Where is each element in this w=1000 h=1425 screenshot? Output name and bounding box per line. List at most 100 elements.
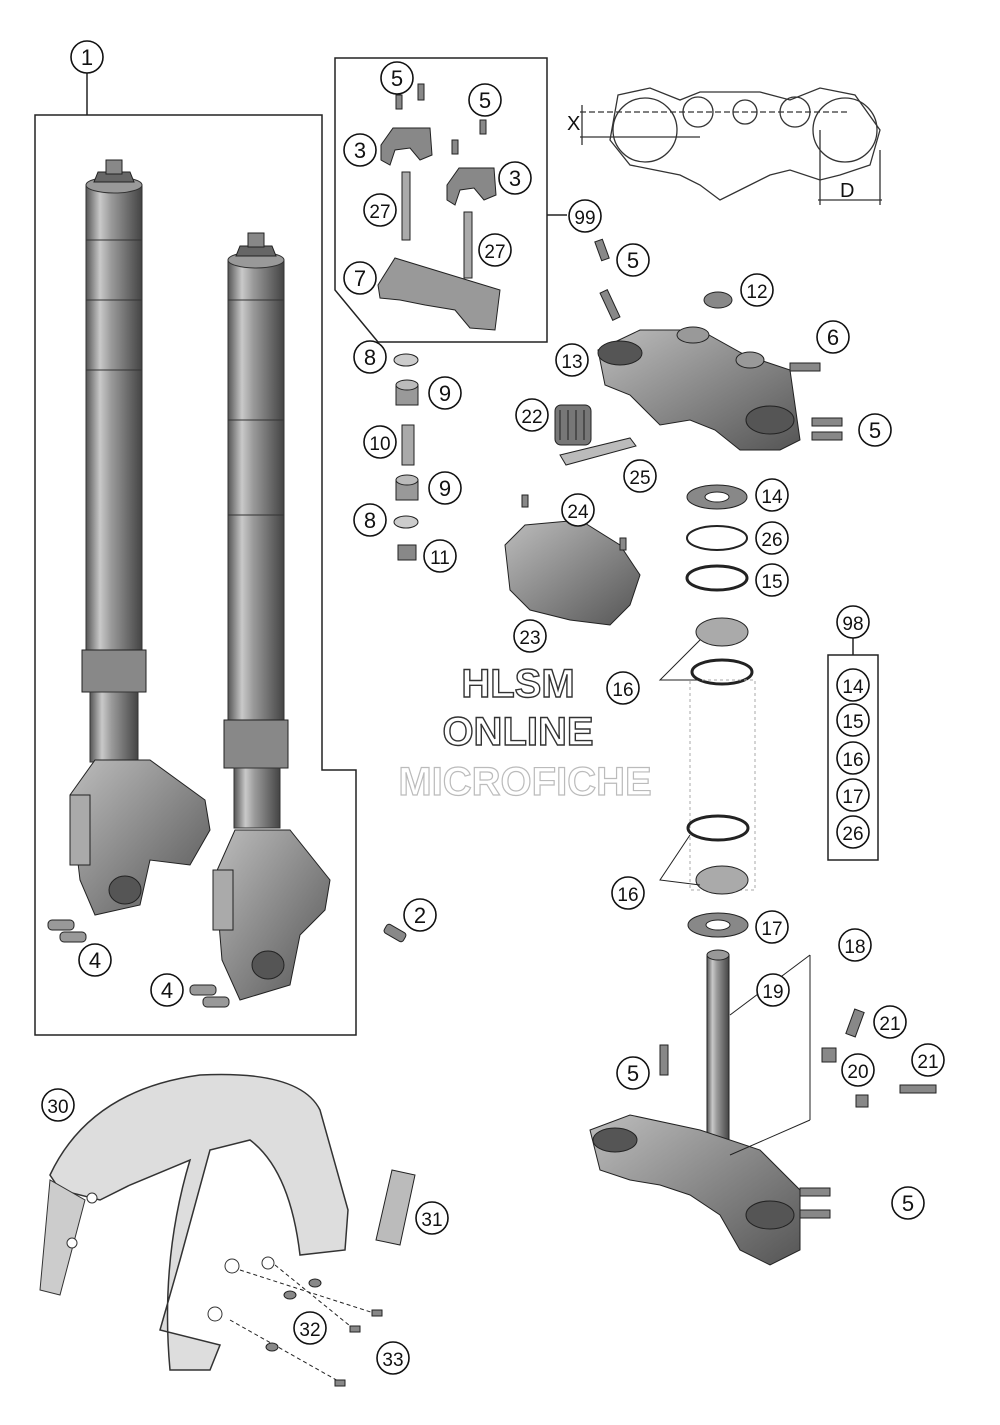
callout-c17b: 17 <box>836 778 870 812</box>
callout-number: 18 <box>844 937 865 958</box>
callout-c6: 6 <box>816 320 850 354</box>
callout-c9a: 9 <box>428 376 462 410</box>
callout-c31: 31 <box>415 1201 449 1235</box>
callout-circle <box>468 83 502 117</box>
callout-number: 99 <box>574 208 595 229</box>
upper-triple-clamp <box>594 238 843 451</box>
callout-circle <box>836 668 870 702</box>
callout-number: 23 <box>519 628 540 649</box>
callout-number: 9 <box>439 381 451 406</box>
callout-circle <box>836 605 870 639</box>
fender-screws <box>229 1264 383 1387</box>
callout-number: 21 <box>917 1052 938 1073</box>
callout-c4b: 4 <box>150 973 184 1007</box>
callout-c27b: 27 <box>478 233 512 267</box>
callout-c4a: 4 <box>78 943 112 977</box>
callout-number: 16 <box>842 750 863 771</box>
callout-circle <box>841 1053 875 1087</box>
callout-circle <box>838 928 872 962</box>
callout-circle <box>836 815 870 849</box>
callout-number: 16 <box>617 885 638 906</box>
watermark-line1: HLSM <box>461 662 574 706</box>
callout-circle <box>836 778 870 812</box>
callout-circle <box>293 1311 327 1345</box>
callout-c16b: 16 <box>611 876 645 910</box>
callout-circle <box>911 1043 945 1077</box>
callout-circle <box>873 1005 907 1039</box>
callout-c20: 20 <box>841 1053 875 1087</box>
callout-c18: 18 <box>838 928 872 962</box>
callout-c3b: 3 <box>498 161 532 195</box>
callout-circle <box>740 273 774 307</box>
callout-number: 5 <box>627 1061 639 1086</box>
callout-c11: 11 <box>423 539 457 573</box>
callout-c19: 19 <box>756 973 790 1007</box>
callout-number: 5 <box>391 66 403 91</box>
callout-c8b: 8 <box>353 503 387 537</box>
callout-c3a: 3 <box>343 133 377 167</box>
fork-group-frame <box>34 70 357 1036</box>
callout-c99: 99 <box>568 199 602 233</box>
callout-c5d: 5 <box>858 413 892 447</box>
callout-number: 15 <box>842 712 863 733</box>
callout-circle <box>555 343 589 377</box>
callout-circle <box>513 619 547 653</box>
callout-circle <box>343 261 377 295</box>
dimension-d-label: D <box>840 180 854 202</box>
handlebar-clamps <box>377 83 501 331</box>
callout-number: 24 <box>567 502 589 523</box>
callout-c33: 33 <box>376 1341 410 1375</box>
callout-circle <box>858 413 892 447</box>
callout-number: 2 <box>414 903 426 928</box>
callout-number: 22 <box>521 407 542 428</box>
callout-c27a: 27 <box>363 193 397 227</box>
callout-circle <box>376 1341 410 1375</box>
callout-circle <box>41 1088 75 1122</box>
callout-circle <box>343 133 377 167</box>
callout-c98: 98 <box>836 605 870 639</box>
callout-number: 10 <box>369 434 390 455</box>
callout-number: 4 <box>161 978 173 1003</box>
callout-circle <box>756 973 790 1007</box>
callout-number: 27 <box>369 202 390 223</box>
callout-circle <box>353 340 387 374</box>
callout-circle <box>568 199 602 233</box>
callout-number: 98 <box>842 614 863 635</box>
callout-c24: 24 <box>561 493 595 527</box>
callout-number: 1 <box>81 45 93 70</box>
callout-circle <box>755 478 789 512</box>
part-31-pad <box>375 1169 416 1246</box>
callout-c12: 12 <box>740 273 774 307</box>
callout-number: 27 <box>484 242 505 263</box>
callout-number: 15 <box>761 572 782 593</box>
callout-c2: 2 <box>403 898 437 932</box>
callout-circle <box>70 40 104 74</box>
callout-number: 12 <box>746 282 767 303</box>
callout-number: 7 <box>354 266 366 291</box>
bolts-4-right <box>189 984 230 1008</box>
callout-c5c: 5 <box>616 243 650 277</box>
callout-circle <box>515 398 549 432</box>
fork-leg-left <box>69 159 211 916</box>
callout-circle <box>836 703 870 737</box>
callout-circle <box>380 61 414 95</box>
callout-c32: 32 <box>293 1311 327 1345</box>
callout-c5e: 5 <box>616 1056 650 1090</box>
callout-number: 3 <box>354 138 366 163</box>
callout-c16a: 16 <box>606 671 640 705</box>
callout-circle <box>403 898 437 932</box>
callout-c17a: 17 <box>755 910 789 944</box>
watermark: HLSM ONLINE MICROFICHE <box>398 661 653 804</box>
callout-number: 6 <box>827 325 839 350</box>
callout-number: 5 <box>869 418 881 443</box>
callout-c5a: 5 <box>380 61 414 95</box>
callout-number: 25 <box>629 468 650 489</box>
callout-circle <box>363 193 397 227</box>
callout-circle <box>606 671 640 705</box>
callout-number: 21 <box>879 1014 900 1035</box>
callout-circle <box>891 1186 925 1220</box>
callout-circle <box>150 973 184 1007</box>
front-fender <box>39 1073 349 1371</box>
callout-circle <box>755 563 789 597</box>
